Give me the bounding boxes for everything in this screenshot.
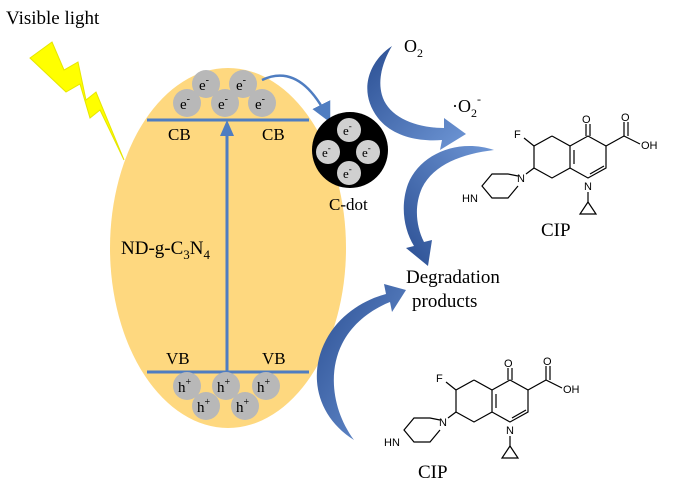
o2-label: O2 [404,36,423,60]
electron-particle: e- [211,89,239,117]
cb-electrons: e- e- e- e- e- [173,70,276,117]
cdot-label: C-dot [329,195,368,214]
svg-text:h+: h+ [236,397,250,416]
svg-text:N: N [584,181,592,193]
degradation-products-line2: products [412,291,477,312]
vb-label-left: VB [166,349,190,368]
svg-text:OH: OH [563,384,580,396]
vb-holes: h+ h+ h+ h+ h+ [173,372,280,420]
cip-molecule-top: O O OH F N N HN [462,112,658,215]
hole-particle: h+ [192,392,220,420]
svg-text:O: O [543,356,552,368]
svg-text:OH: OH [641,140,658,152]
hole-oxidation-arrow [316,284,406,440]
cip-label-top: CIP [541,220,571,241]
electron-particle: e- [229,70,257,98]
svg-text:F: F [436,373,443,385]
svg-text:O: O [582,114,591,126]
svg-text:e-: e- [362,143,371,160]
visible-light-label: Visible light [6,8,100,29]
oxygen-reduction-arrow [367,46,466,150]
svg-text:e-: e- [343,164,352,181]
svg-text:e-: e- [180,94,190,113]
cdot-electron: e- [316,140,340,164]
hole-particle: h+ [231,392,259,420]
svg-text:N: N [439,417,447,429]
svg-text:e-: e- [322,143,331,160]
electron-transfer-arrow [261,74,331,123]
electron-particle: e- [192,70,220,98]
svg-text:N: N [517,173,525,185]
excitation-arrow-head [220,120,234,136]
svg-text:h+: h+ [197,397,211,416]
svg-text:N: N [506,425,514,437]
svg-text:e-: e- [255,94,265,113]
electron-particle: e- [173,89,201,117]
hole-particle: h+ [173,372,201,400]
degradation-products-line1: Degradation [406,267,500,288]
degradation-arrow-top [403,145,494,266]
svg-text:HN: HN [384,437,400,449]
catalyst-name: ND-g-C3N4 [121,238,211,262]
cb-label-left: CB [168,125,191,144]
cdot-electron: e- [337,161,361,185]
svg-text:e-: e- [343,121,352,138]
cip-label-bottom: CIP [418,462,448,483]
cip-molecule-bottom: O O OH F N N HN [384,356,580,459]
svg-text:h+: h+ [178,377,192,396]
superoxide-label: ·O2- [452,92,481,120]
svg-text:h+: h+ [217,377,231,396]
svg-text:e-: e- [199,75,209,94]
electron-particle: e- [248,89,276,117]
cb-label-right: CB [262,125,285,144]
lightning-bolt-icon [29,41,125,161]
svg-text:O: O [621,112,630,124]
svg-text:O: O [504,358,513,370]
cdot-electron: e- [337,118,361,142]
svg-text:e-: e- [236,75,246,94]
vb-label-right: VB [262,349,286,368]
svg-text:h+: h+ [257,377,271,396]
hole-particle: h+ [252,372,280,400]
svg-text:HN: HN [462,193,478,205]
cdot-electron: e- [356,140,380,164]
svg-text:e-: e- [218,94,228,113]
hole-particle: h+ [212,372,240,400]
svg-text:F: F [514,129,521,141]
carbon-dot: e- e- e- e- [312,112,388,188]
